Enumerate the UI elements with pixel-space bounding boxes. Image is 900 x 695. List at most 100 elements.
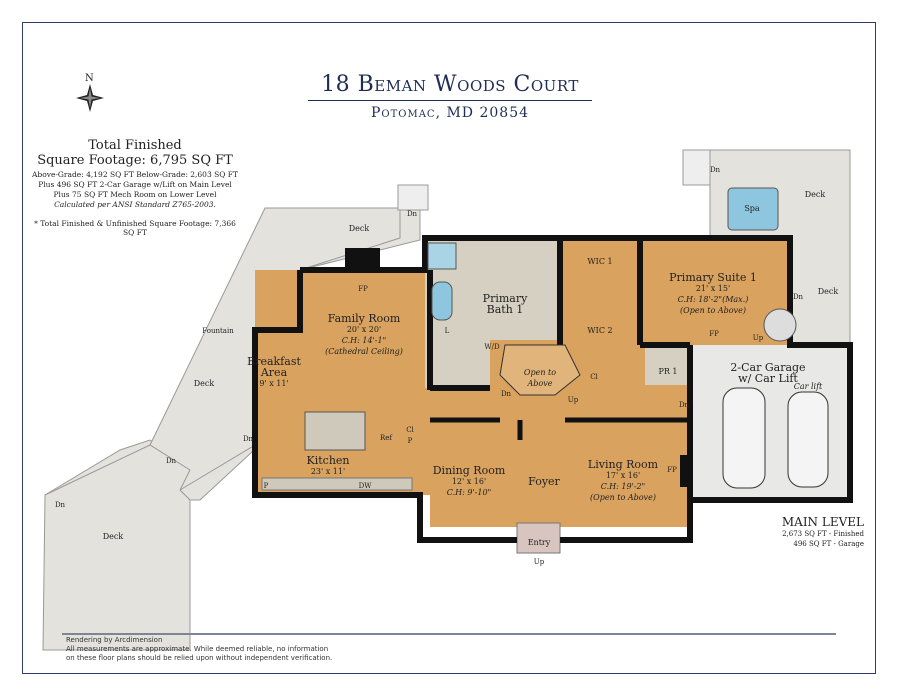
dn-suite: Dn [792, 293, 804, 301]
up-spiral: Up [752, 334, 764, 342]
room-ceiling: C.H: 18'-2"(Max.) [677, 295, 749, 304]
room-ceiling: C.H: 19'-2" [600, 482, 646, 491]
deck-bottom [42, 444, 191, 651]
sqft-standard: Calculated per ANSI Standard Z765-2003. [54, 200, 216, 209]
title-divider [308, 100, 592, 101]
deck-text: Deck [102, 532, 124, 541]
room-name: w/ Car Lift [738, 372, 798, 385]
main-level-garage: 496 SQ FT - Garage [793, 540, 864, 548]
deck-text: Deck [804, 190, 826, 199]
car-left [722, 387, 766, 489]
dn-garage: Dn [678, 401, 690, 409]
footer-disclaimer: on these floor plans should be relied up… [66, 654, 333, 662]
dishwasher: DW [358, 482, 372, 490]
footer-disclaimer: All measurements are approximate. While … [66, 645, 329, 653]
deck-text: Deck [817, 287, 839, 296]
room-name: WIC 1 [587, 257, 613, 266]
room-dim: 12' x 16' [451, 477, 487, 486]
dn-deck: Dn [406, 210, 418, 218]
fireplace-living [680, 455, 692, 487]
room-name: Family Room [327, 312, 401, 325]
center-floor [430, 385, 690, 527]
sqft-garage: Plus 496 SQ FT 2-Car Garage w/Lift on Ma… [38, 180, 232, 189]
dn-stair: Dn [500, 390, 512, 398]
sqft-grades: Above-Grade: 4,192 SQ FT Below-Grade: 2,… [31, 170, 238, 179]
deck-label: Deck [805, 189, 825, 200]
room-primary-bath: Primary Bath 1 [483, 293, 528, 315]
main-level-title: MAIN LEVEL [781, 515, 864, 529]
room-name: Dining Room [432, 464, 506, 477]
room-breakfast: Breakfast Area 9' x 11' [247, 356, 301, 389]
property-address: Potomac, MD 20854 [370, 105, 530, 121]
sqft-mech: Plus 75 SQ FT Mech Room on Lower Level [53, 190, 217, 199]
fireplace-family [345, 248, 380, 273]
room-name: Foyer [528, 475, 560, 488]
closet-hall: Cl [590, 373, 598, 381]
room-name: Bath 1 [486, 303, 524, 316]
car-lift-text: Car lift [793, 382, 823, 391]
room-name: Area [260, 366, 288, 379]
washer-dryer: W/D [484, 343, 500, 351]
stair-open-label: Open to Above [524, 367, 556, 389]
spa [727, 187, 779, 231]
room-note: (Cathedral Ceiling) [325, 347, 403, 356]
room-name: 2-Car Garage [730, 361, 806, 374]
footer-divider [62, 633, 836, 635]
room-name: Living Room [587, 458, 659, 471]
fp-living: FP [667, 466, 677, 474]
room-name: PR 1 [658, 367, 678, 376]
dn-deck-stairs: Dn [165, 457, 177, 465]
main-level-summary: MAIN LEVEL 2,673 SQ FT - Finished 496 SQ… [782, 515, 864, 549]
tub [431, 281, 453, 321]
pantry-kitchen: P [407, 437, 413, 445]
linen-closet: L [444, 327, 450, 335]
closet-kitchen: Cl [406, 426, 414, 434]
footer-credit: Rendering by Arcdimension [66, 636, 163, 644]
open-text: Above [527, 379, 553, 388]
room-name: Breakfast [247, 355, 301, 368]
room-dim: 17' x 16' [605, 471, 641, 480]
wic-floor [560, 238, 640, 360]
room-primary-suite: Primary Suite 1 21' x 15' C.H: 18'-2"(Ma… [669, 272, 757, 316]
refrigerator: Ref [379, 434, 393, 442]
page-frame [22, 22, 876, 674]
sqft-total: Square Footage: 6,795 SQ FT [37, 153, 233, 168]
car-lift-label: Car lift [794, 381, 823, 392]
dn-deck-right: Dn [709, 166, 721, 174]
room-entry: Entry [528, 537, 551, 548]
car-right [787, 391, 829, 488]
room-name: Entry [527, 538, 551, 547]
footer: Rendering by Arcdimension All measuremen… [66, 636, 332, 663]
deck-label: Deck [349, 223, 369, 234]
dn-kitchen: Dn [242, 435, 254, 443]
property-title: 18 Beman Woods Court [321, 72, 579, 97]
room-dim: 20' x 20' [346, 325, 382, 334]
spa-text: Spa [744, 204, 760, 213]
room-dim: 21' x 15' [695, 284, 731, 293]
pr-floor [645, 345, 690, 385]
sqft-heading: Total Finished [88, 138, 182, 153]
room-ceiling: C.H: 14'-1" [341, 336, 387, 345]
room-ceiling: C.H: 9'-10" [446, 488, 492, 497]
kitchen-island [304, 411, 366, 451]
stair-main [499, 344, 581, 396]
room-dim: 23' x 11' [310, 467, 346, 476]
room-wic2: WIC 2 [587, 325, 612, 336]
open-text: Open to [523, 368, 557, 377]
entry-floor [516, 522, 561, 554]
room-pr1: PR 1 [658, 366, 677, 377]
room-kitchen: Kitchen 23' x 11' [307, 455, 350, 477]
compass-north-label: N [85, 73, 94, 84]
compass-rose-icon [76, 84, 104, 112]
fountain-text: Fountain [202, 327, 234, 335]
room-dim: 9' x 11' [259, 379, 289, 388]
stair-spiral [763, 308, 797, 342]
sqft-total-note: * Total Finished & Unfinished Square Foo… [34, 219, 236, 237]
deck-stairs-right [682, 149, 711, 186]
shower [427, 242, 457, 270]
dn-deck-bottom: Dn [54, 501, 66, 509]
family-kitchen-floor [255, 270, 430, 495]
fountain-label: Fountain [202, 325, 233, 337]
deck-text: Deck [348, 224, 370, 233]
